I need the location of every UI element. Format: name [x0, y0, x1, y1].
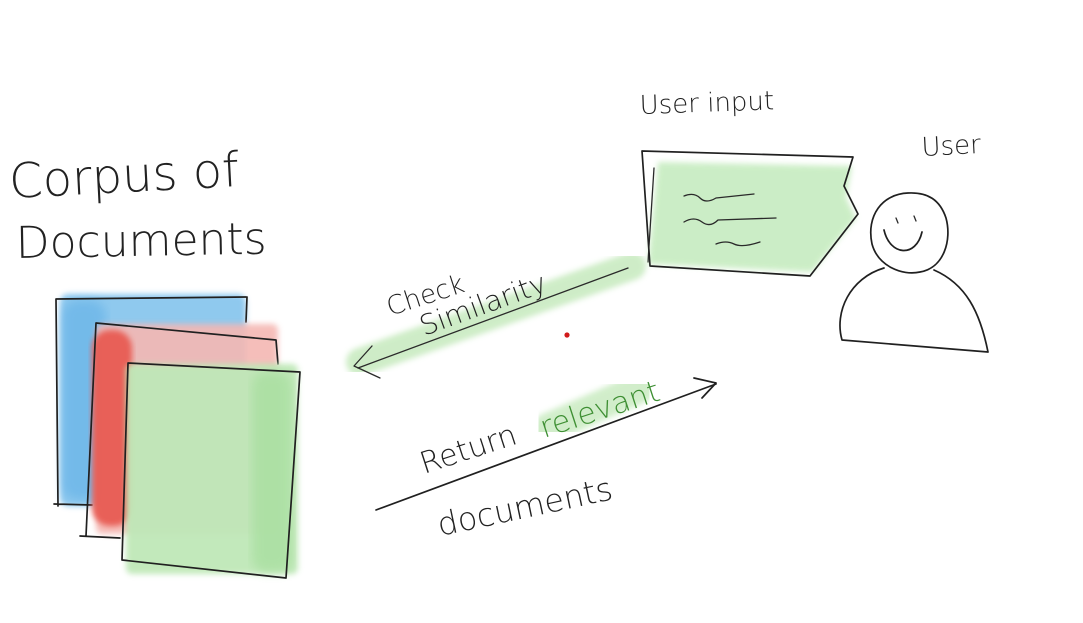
corpus-title-line2: Documents: [15, 214, 267, 269]
user-input-label: User input: [639, 86, 774, 121]
corpus-title-line1: Corpus of: [8, 142, 241, 210]
user-icon: [839, 192, 989, 353]
document-stack-icon: [53, 294, 301, 579]
green-document: [121, 362, 301, 579]
return-documents-arrow: Return relevant documents: [375, 373, 717, 544]
text-input-icon: [641, 150, 859, 277]
user-label: User: [921, 130, 982, 163]
return-label: Return: [416, 418, 522, 482]
pointer-dot: [564, 332, 570, 338]
corpus-title: Corpus of Documents: [8, 142, 267, 269]
check-similarity-arrow: Check Similarity: [346, 252, 646, 379]
relevant-label: relevant: [536, 374, 665, 446]
documents-label: documents: [434, 470, 616, 544]
